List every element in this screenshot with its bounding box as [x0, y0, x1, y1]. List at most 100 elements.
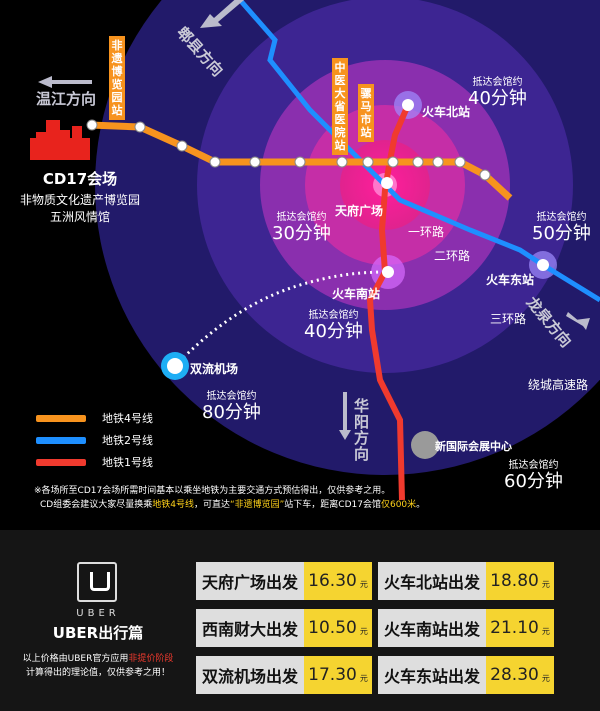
station-label-luomashi: 骡马市站 [358, 84, 374, 142]
time-south: 抵达会馆约 40分钟 [304, 306, 363, 343]
legend-swatch [36, 458, 86, 466]
stop [454, 156, 466, 168]
stop [387, 156, 399, 168]
stop [432, 156, 444, 168]
time-expo: 抵达会馆约 60分钟 [504, 456, 563, 493]
time-tianfu: 抵达会馆约 30分钟 [272, 208, 331, 245]
station-label-airport: 双流机场 [190, 362, 239, 376]
map-graphic [30, 0, 600, 501]
time-north: 抵达会馆约 40分钟 [468, 73, 527, 110]
stop-feiyi [86, 119, 98, 131]
venue-icon [30, 120, 90, 160]
fare-price-value: 21.10 [490, 618, 539, 638]
fare-price-value: 28.30 [490, 665, 539, 685]
stop-zhongyi [336, 156, 348, 168]
footnote-2b: 地铁4号线 [152, 500, 194, 510]
legend-line-1: 地铁1号线 [36, 454, 153, 470]
fare-price-value: 17.30 [308, 665, 357, 685]
time-airport: 抵达会馆约 80分钟 [202, 387, 261, 424]
expo-marker [411, 431, 439, 459]
footnote-2f: 仅600米 [380, 500, 417, 510]
station-label-south: 火车南站 [332, 287, 381, 301]
footnote-2d: “非遗博览园” [229, 500, 285, 510]
legend-line-4: 地铁4号线 [36, 410, 153, 426]
airport-connector [173, 270, 389, 368]
fare-origin: 天府广场出发 [196, 562, 304, 600]
stop-north [402, 99, 414, 111]
time-value: 40分钟 [304, 321, 363, 342]
footnote-2c: ，可直达 [193, 500, 230, 510]
arrow-up-left-icon [200, 0, 244, 28]
stop-tianfu [381, 177, 393, 189]
ring-label-1: 一环路 [408, 225, 445, 239]
time-value: 60分钟 [504, 471, 563, 492]
stop [209, 156, 221, 168]
stop [294, 156, 306, 168]
footnote-2e: 站下车，距离CD17会馆 [284, 500, 381, 510]
direction-arrows [38, 0, 590, 440]
arrow-down-right-icon [566, 312, 590, 330]
time-east: 抵达会馆约 50分钟 [532, 208, 591, 245]
legend-label: 地铁2号线 [102, 434, 153, 447]
ring-label-expressway: 绕城高速路 [528, 378, 589, 392]
station-label-feiyi: 非遗博览园站 [109, 36, 125, 120]
line-4-stops [86, 119, 491, 181]
station-label-expo: 新国际会展中心 [435, 440, 512, 453]
arrow-down-icon [339, 392, 351, 440]
fare-currency: 元 [359, 626, 368, 636]
time-prefix: 抵达会馆约 [276, 212, 327, 223]
time-prefix: 抵达会馆约 [508, 460, 559, 471]
stop [479, 169, 491, 181]
metro-line-2 [238, 0, 600, 303]
fare-currency: 元 [541, 579, 550, 589]
uber-logo-text: UBER [76, 608, 120, 619]
metro-map: 温江方向 郫县方向 龙泉方向 华阳方向 CD17会场 非物质文化遗产博览园 五洲… [20, 0, 600, 512]
ring-label-3: 三环路 [490, 312, 527, 326]
uber-fares-panel: UBER UBER出行篇 以上价格由UBER官方应用非提价阶段 计算得出的理论值… [0, 530, 600, 711]
fare-currency: 元 [541, 673, 550, 683]
legend-swatch [36, 414, 86, 422]
fare-price-value: 16.30 [308, 571, 357, 591]
station-label-east: 火车东站 [486, 273, 535, 287]
footnote-1: ※各场所至CD17会场所需时间基本以乘坐地铁为主要交通方式预估得出，仅供参考之用… [34, 486, 391, 496]
uber-title: UBER出行篇 [52, 624, 144, 642]
uber-desc-b: 非提价阶段 [128, 654, 174, 664]
uber-desc-a: 以上价格由UBER官方应用 [22, 654, 129, 664]
uber-desc: 以上价格由UBER官方应用非提价阶段 计算得出的理论值，仅供参考之用！ [12, 652, 184, 680]
venue-block: CD17会场 非物质文化遗产博览园 五洲风情馆 [20, 168, 140, 225]
time-prefix: 抵达会馆约 [308, 310, 359, 321]
stop-east [537, 259, 549, 271]
uber-logo-icon [90, 572, 110, 591]
stop-south [382, 266, 394, 278]
time-prefix: 抵达会馆约 [536, 212, 587, 223]
fare-origin: 西南财大出发 [196, 609, 304, 647]
footnote-2g: 。 [416, 500, 426, 510]
uber-logo [77, 562, 117, 602]
stop [412, 156, 424, 168]
stop [176, 140, 188, 152]
venue-line-2: 五洲风情馆 [49, 210, 110, 224]
legend-label: 地铁1号线 [102, 456, 153, 469]
fare-origin: 火车东站出发 [378, 656, 486, 694]
fare-origin: 火车南站出发 [378, 609, 486, 647]
fare-price-value: 10.50 [308, 618, 357, 638]
station-label-north: 火车北站 [422, 105, 471, 119]
ring-label-2: 二环路 [434, 249, 471, 263]
arrow-left-icon [38, 76, 92, 88]
fare-origin: 火车北站出发 [378, 562, 486, 600]
time-prefix: 抵达会馆约 [206, 391, 257, 402]
fare-currency: 元 [359, 579, 368, 589]
footnote-2: CD组委会建议大家尽量换乘地铁4号线，可直达“非遗博览园”站下车，距离CD17会… [40, 498, 425, 512]
legend-line-2: 地铁2号线 [36, 432, 153, 448]
time-prefix: 抵达会馆约 [472, 77, 523, 88]
station-label-tianfu: 天府广场 [335, 204, 384, 218]
footnote-2a: CD组委会建议大家尽量换乘 [40, 500, 153, 510]
fare-currency: 元 [541, 626, 550, 636]
